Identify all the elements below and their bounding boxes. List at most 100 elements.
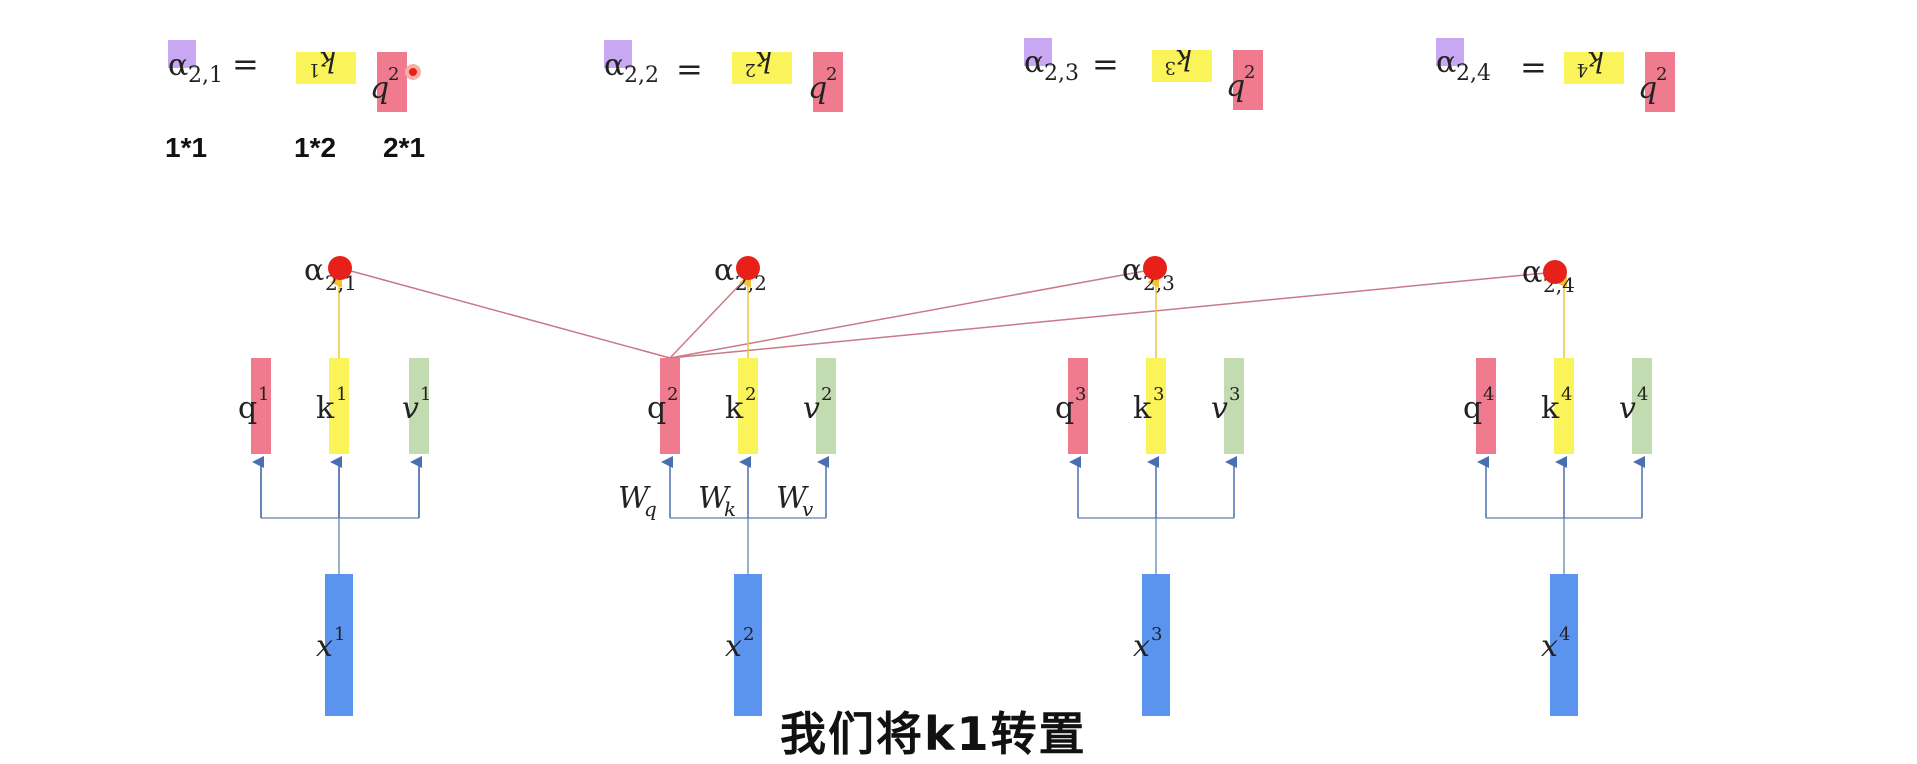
wv-sub: v: [802, 497, 814, 521]
alpha-subscript: 2,4: [1456, 61, 1491, 86]
k-transposed-box: [296, 52, 356, 84]
q-vector: [660, 358, 680, 454]
x-sup: 1: [334, 624, 345, 645]
k-transposed-box: [1152, 50, 1212, 82]
k-vector: [738, 358, 758, 454]
x-vector: [325, 574, 353, 716]
k-transposed-label: k: [755, 45, 772, 78]
k-sup: 1: [336, 384, 347, 405]
alpha-symbol: α: [604, 48, 624, 83]
v-label: v: [1619, 391, 1636, 426]
alpha-symbol: α: [1122, 253, 1142, 288]
node-column-4: q 4 k 4 v 4 x 4 α 2,4: [1463, 255, 1652, 716]
q-box: [813, 52, 843, 112]
alpha-subscript: 2,2: [624, 63, 659, 88]
q-label: q: [808, 71, 827, 106]
k-sup: 2: [745, 384, 756, 405]
x-label: x: [725, 629, 742, 664]
equals-sign: =: [232, 45, 259, 83]
k-vector: [1554, 358, 1574, 454]
alpha-symbol: α: [304, 253, 324, 288]
k-transposed-sup: 2: [745, 59, 756, 80]
v-sup: 2: [821, 384, 832, 405]
x-sup: 4: [1559, 624, 1570, 645]
k-sup: 3: [1153, 384, 1164, 405]
wk-sub: k: [724, 497, 736, 521]
q-box: [377, 52, 407, 112]
wq-label: W: [618, 481, 651, 516]
attention-links: [339, 267, 1557, 359]
alpha-symbol: α: [714, 253, 734, 288]
q-sup: 3: [1075, 384, 1086, 405]
dim-k: 1*2: [294, 132, 337, 163]
alpha-dot: [328, 256, 352, 280]
k-label: k: [725, 391, 744, 426]
cursor-dot: [405, 64, 421, 80]
x-branch-lines: [1486, 517, 1642, 574]
k-transposed-box: [732, 52, 792, 84]
q-label: q: [1226, 69, 1245, 104]
k-vector: [329, 358, 349, 454]
dim-q: 2*1: [383, 132, 426, 163]
equals-sign: =: [1520, 48, 1547, 86]
q-vector: [1476, 358, 1496, 454]
k-transposed-label: k: [1175, 43, 1192, 76]
link-q2-alpha21: [339, 267, 671, 359]
equation-alpha-2-4: α 2,4 = k 4 q 2: [1436, 38, 1675, 112]
v-sup: 4: [1637, 384, 1648, 405]
node-column-1: q 1 k 1 v 1 x 1 α 2,1: [238, 253, 431, 716]
q-box: [1233, 50, 1263, 110]
v-vector: [409, 358, 429, 454]
equation-alpha-2-1: α 2,1 = k 1 q 2: [168, 40, 421, 112]
q-sup: 2: [826, 64, 837, 85]
q-label: q: [1055, 391, 1074, 426]
v-sup: 3: [1229, 384, 1240, 405]
alpha-swatch: [604, 40, 632, 68]
dim-alpha: 1*1: [165, 132, 208, 163]
q-label: q: [370, 71, 389, 106]
v-label: v: [1211, 391, 1228, 426]
k-transposed-sup: 4: [1577, 59, 1588, 80]
k-transposed-sup: 3: [1165, 57, 1176, 78]
alpha-subscript: 2,3: [1044, 61, 1079, 86]
node-column-3: q 3 k 3 v 3 x 3 α 2,3: [1055, 253, 1244, 716]
alpha-swatch: [1024, 38, 1052, 66]
v-label: v: [402, 391, 419, 426]
q-sup: 2: [1244, 62, 1255, 83]
v-label: v: [803, 391, 820, 426]
alpha-symbol: α: [1024, 45, 1044, 80]
alpha-swatch: [1436, 38, 1464, 66]
q-vector: [1068, 358, 1088, 454]
k-label: k: [1541, 391, 1560, 426]
equals-sign: =: [676, 50, 703, 88]
q-sup: 2: [667, 384, 678, 405]
equals-sign: =: [1092, 45, 1119, 83]
q-label: q: [647, 391, 666, 426]
alpha-dot: [1543, 260, 1567, 284]
link-q2-alpha24: [669, 271, 1557, 359]
equation-alpha-2-3: α 2,3 = k 3 q 2: [1024, 38, 1263, 110]
q-sup: 2: [1656, 64, 1667, 85]
k-transposed-sup: 1: [309, 59, 320, 80]
alpha-symbol: α: [1522, 255, 1542, 290]
k-transposed-label: k: [319, 45, 336, 78]
q-box: [1645, 52, 1675, 112]
x-label: x: [1133, 629, 1150, 664]
x-vector: [1550, 574, 1578, 716]
k-transposed-label: k: [1587, 45, 1604, 78]
video-subtitle: 我们将k1转置: [779, 706, 1087, 763]
k-transposed-box: [1564, 52, 1624, 84]
x-label: x: [1541, 629, 1558, 664]
alpha-dot: [736, 256, 760, 280]
wk-label: W: [698, 481, 731, 516]
link-q2-alpha23: [669, 269, 1151, 359]
k-label: k: [316, 391, 335, 426]
node-column-2: q 2 k 2 v 2 x 2 W q W k W v α 2,2: [618, 253, 836, 716]
wv-label: W: [776, 481, 809, 516]
q-vector: [251, 358, 271, 454]
x-label: x: [316, 629, 333, 664]
q-sup: 1: [258, 384, 269, 405]
x-vector: [734, 574, 762, 716]
link-q2-alpha22: [669, 275, 749, 359]
q-label: q: [1463, 391, 1482, 426]
